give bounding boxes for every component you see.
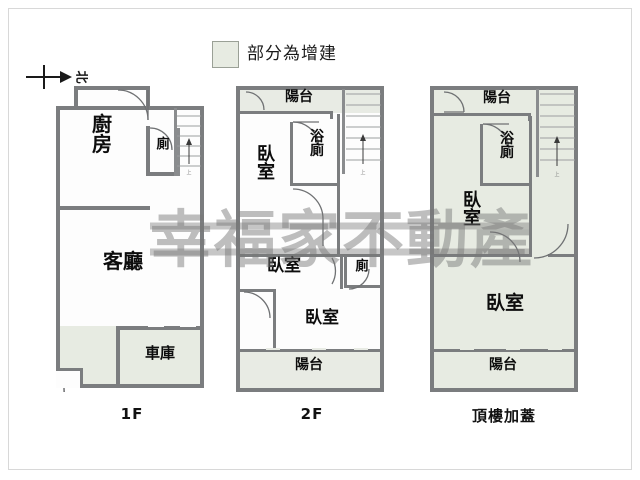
svg-text:上: 上 <box>554 171 559 178</box>
room-label-2f-toilet: 廁 <box>355 259 369 274</box>
room-label-1f-kitchen: 廚 房 <box>92 112 112 157</box>
room-label-3f-bedroom-2: 臥室 <box>485 292 524 314</box>
floor-caption-3f: 頂樓加蓋 <box>471 407 536 425</box>
watermark-text: 幸福家不動產 <box>150 203 535 276</box>
floor-plan-3f: 上 陽台 浴 廁 臥 室 臥室 <box>430 86 578 392</box>
floor-plan-1f: 上 廚 房 廁 客廳 車庫 <box>56 86 204 415</box>
compass-north-label: 北 <box>74 70 89 83</box>
compass-rose: 北 <box>26 60 89 94</box>
legend: 部分為增建 <box>212 41 337 68</box>
room-label-2f-balcony-top: 陽台 <box>285 89 313 105</box>
room-label-1f-garage: 車庫 <box>144 344 175 362</box>
room-label-3f-balcony-bottom: 陽台 <box>489 357 517 373</box>
room-label-3f-bathroom: 浴 廁 <box>500 131 514 162</box>
watermark-strikes <box>150 222 530 256</box>
floor-caption-2f: 2F <box>300 405 324 423</box>
room-label-2f-bathroom: 浴 廁 <box>310 129 324 160</box>
legend-swatch-added-construction <box>212 41 239 68</box>
room-label-2f-bedroom-3: 臥室 <box>305 308 339 328</box>
legend-label: 部分為增建 <box>247 44 337 64</box>
room-label-1f-toilet: 廁 <box>156 137 170 152</box>
room-label-2f-bedroom-2: 臥室 <box>267 256 301 276</box>
svg-text:上: 上 <box>186 169 191 176</box>
svg-text:上: 上 <box>360 169 365 176</box>
room-label-1f-living: 客廳 <box>103 249 143 273</box>
room-label-2f-balcony-bottom: 陽台 <box>295 357 323 373</box>
room-label-3f-balcony-top: 陽台 <box>483 90 511 106</box>
floor-plan-2f: 上 <box>236 86 384 392</box>
floor-caption-1f: 1F <box>120 405 144 423</box>
room-label-2f-bedroom-1: 臥 室 <box>257 144 275 184</box>
room-label-3f-bedroom-1: 臥 室 <box>463 190 481 230</box>
